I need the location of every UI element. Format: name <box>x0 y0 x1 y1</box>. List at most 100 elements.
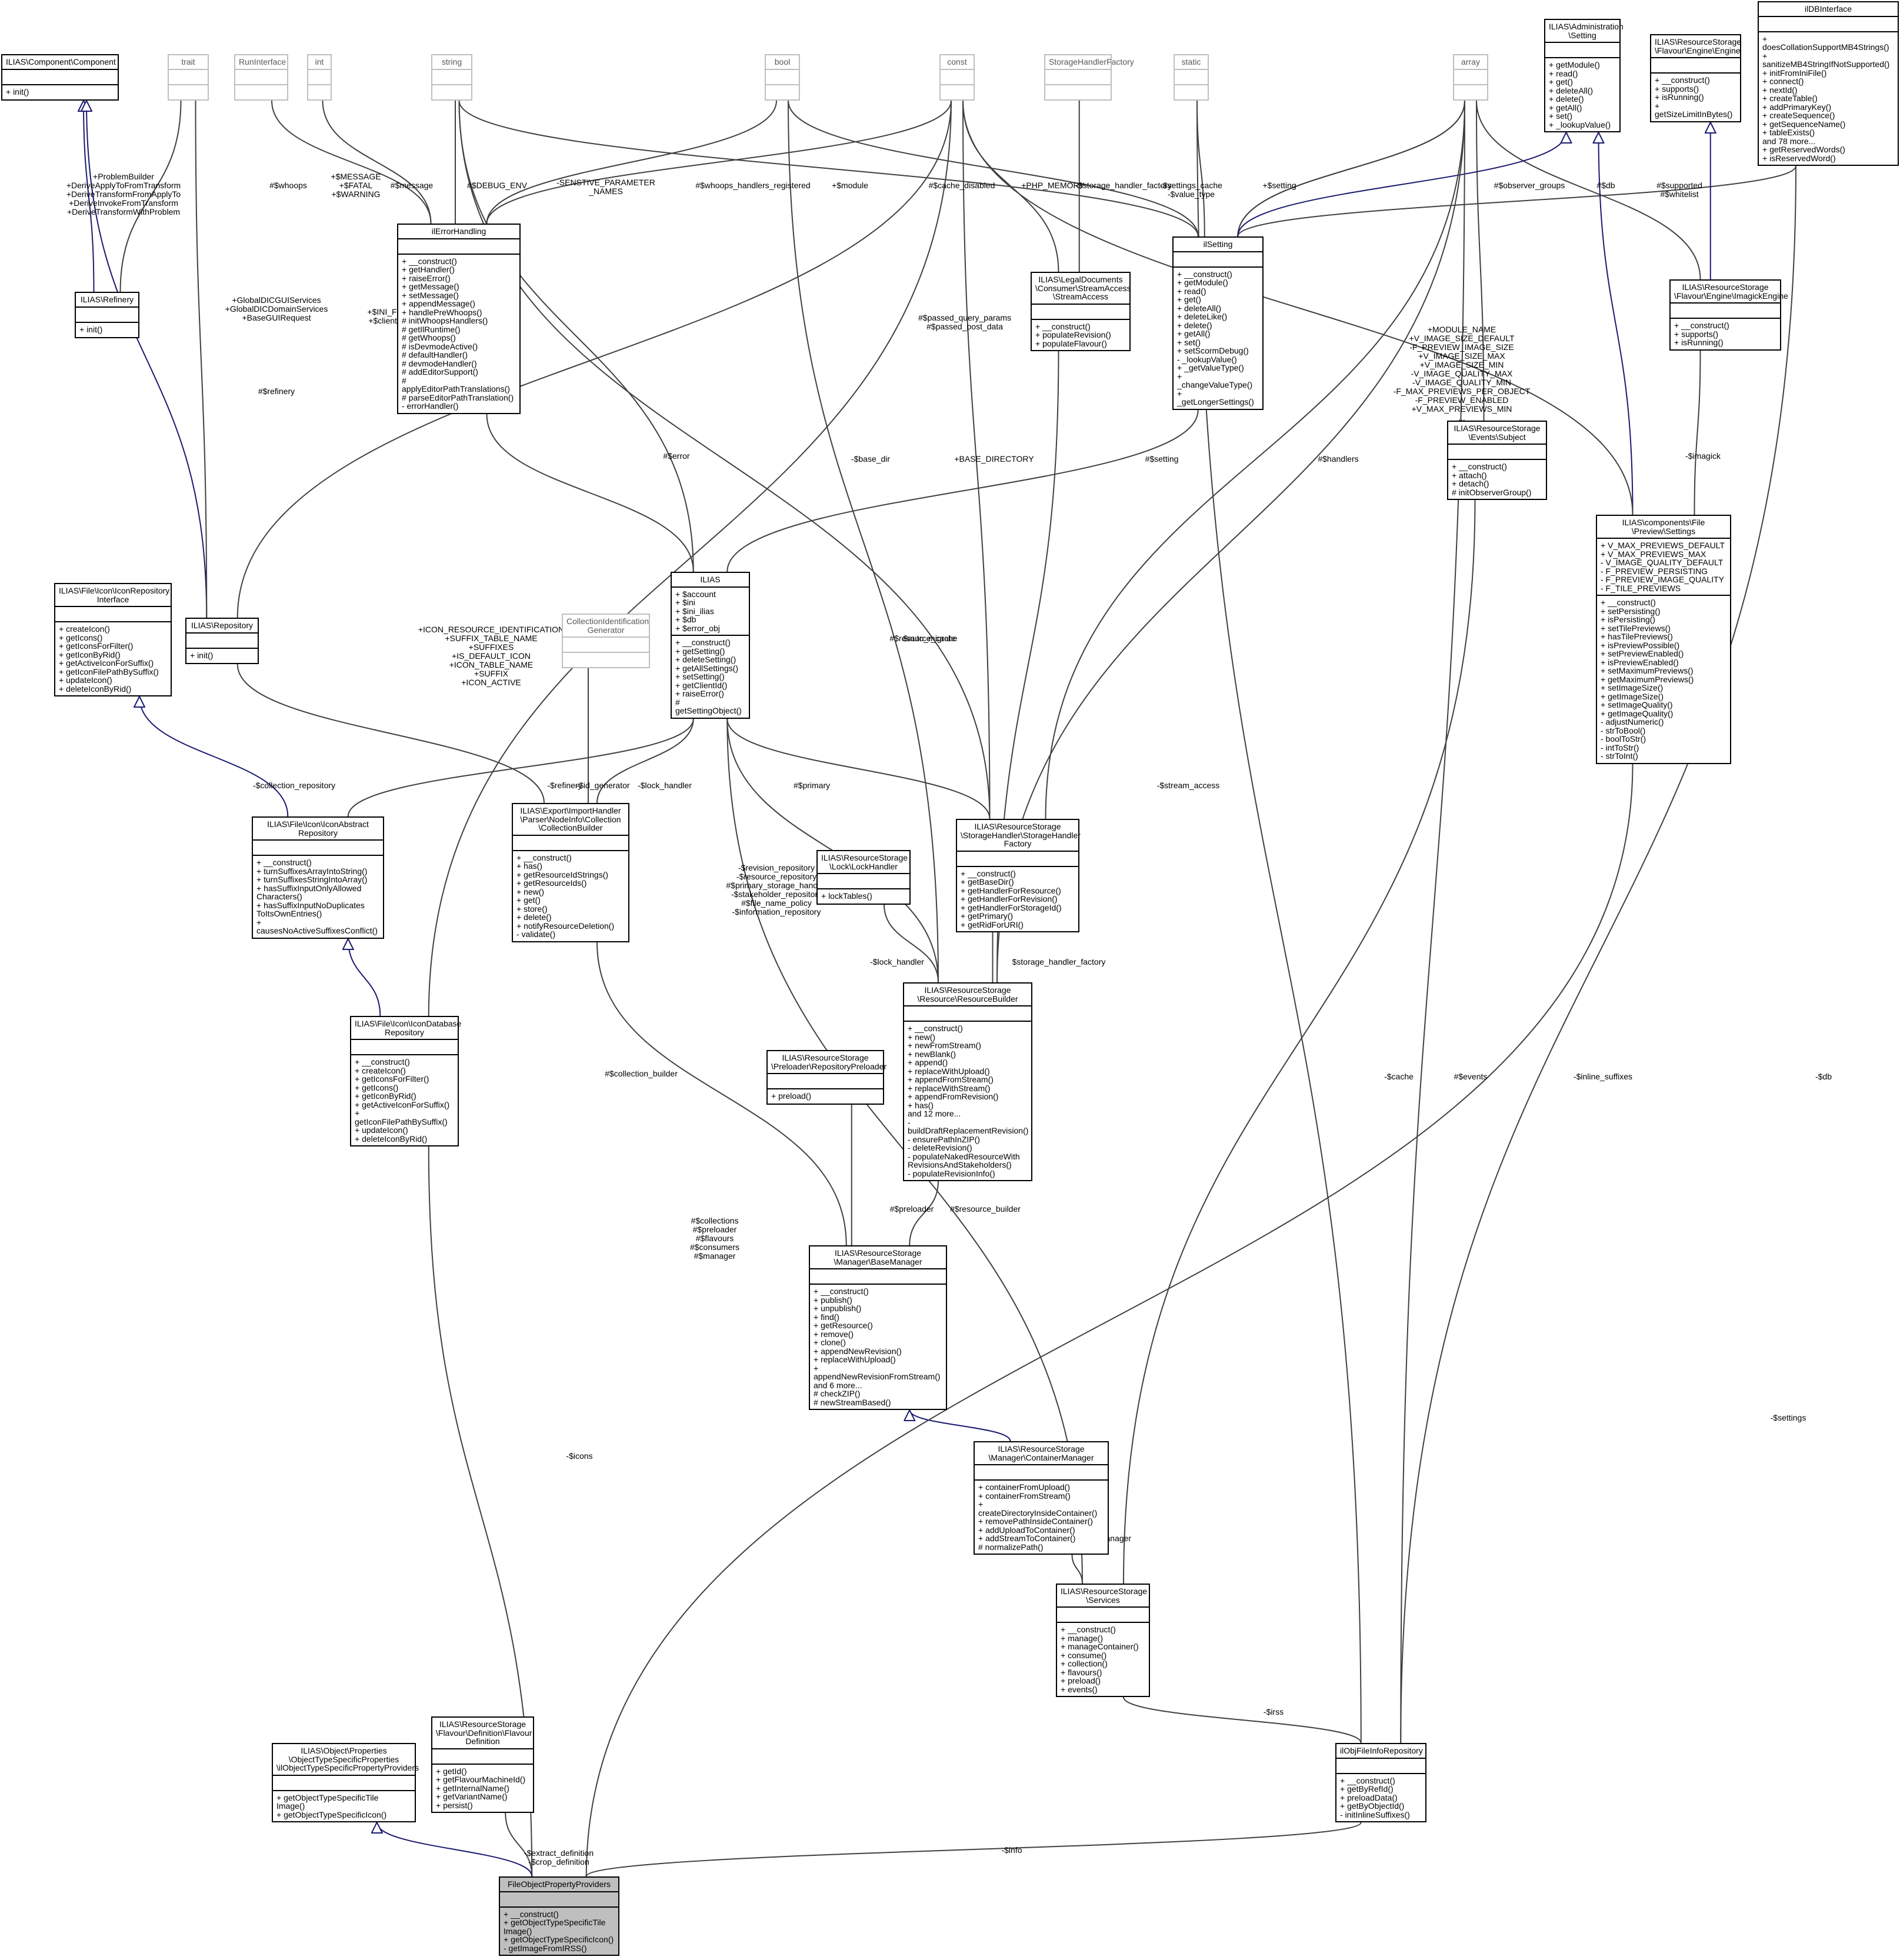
method: + hasSuffixInputNoDuplicates ToItsOwnEnt… <box>256 900 365 918</box>
class-methods: + __construct()+ getObjectTypeSpecificTi… <box>500 1906 618 1955</box>
class-node-repository[interactable]: ILIAS\Repository+ init() <box>185 618 259 664</box>
class-methods: + __construct()+ manage()+ manageContain… <box>1057 1622 1149 1696</box>
class-node-containermanager[interactable]: ILIAS\ResourceStorage \Manager\Container… <box>974 1441 1109 1555</box>
method: # getWhoops() <box>402 333 456 342</box>
class-node-array[interactable]: array <box>1453 54 1488 101</box>
method: + preload() <box>771 1091 812 1101</box>
class-attributes <box>500 1891 618 1906</box>
class-node-bool[interactable]: bool <box>765 54 800 101</box>
usage-edge-fileinforepo-dbinterface <box>1401 165 1796 1743</box>
class-node-refinery[interactable]: ILIAS\Refinery+ init() <box>75 292 139 338</box>
edge-label: -$storage_handler_factory <box>1075 181 1171 190</box>
edge-label: $storage_handler_factory <box>1012 957 1106 966</box>
class-node-iconabstract[interactable]: ILIAS\File\Icon\IconAbstract Repository +… <box>252 816 384 939</box>
class-node-int[interactable]: int <box>307 54 332 101</box>
edge-label: +BASE_DIRECTORY <box>954 454 1034 464</box>
class-methods <box>1454 84 1487 99</box>
edge-label: +GlobalDICGUIServices+GlobalDICDomainSer… <box>225 295 328 322</box>
class-node-shfactoryreal[interactable]: ILIAS\ResourceStorage \StorageHandler\St… <box>956 819 1081 932</box>
method: + setImageSize() <box>1601 683 1664 692</box>
method: + getHandlerForStorageId() <box>961 902 1062 912</box>
class-node-component[interactable]: ILIAS\Component\Component+ init() <box>1 54 119 101</box>
method: - boolToStr() <box>1601 734 1646 744</box>
method: + getAll() <box>1549 102 1582 112</box>
class-node-shfactory[interactable]: StorageHandlerFactory <box>1044 54 1134 101</box>
class-node-streamaccess[interactable]: ILIAS\LegalDocuments \Consumer\StreamAcc… <box>1031 272 1131 351</box>
class-node-fileinforepo[interactable]: ilObjFileInfoRepository+ __construct()+ … <box>1335 1743 1426 1822</box>
class-attributes <box>55 606 171 621</box>
class-node-eventsubject[interactable]: ILIAS\ResourceStorage \Events\Subject+ _… <box>1447 421 1547 500</box>
class-node-static[interactable]: static <box>1174 54 1209 101</box>
class-attributes <box>957 850 1078 866</box>
method: # isDevmodeActive() <box>402 341 478 351</box>
method: + setScormDebug() <box>1177 346 1249 355</box>
class-name: ILIAS\File\Icon\IconAbstract Repository <box>267 819 369 838</box>
method: + read() <box>1549 68 1578 78</box>
class-name: ILIAS\ResourceStorage \Preloader\Reposit… <box>771 1053 887 1071</box>
method: + raiseError() <box>402 273 451 283</box>
method: + init() <box>190 650 214 660</box>
method: + deleteAll() <box>1177 303 1222 313</box>
class-node-const[interactable]: const <box>939 54 975 101</box>
class-node-imagick[interactable]: ILIAS\ResourceStorage \Flavour\Engine\Im… <box>1669 279 1788 351</box>
class-node-fopp[interactable]: FileObjectPropertyProviders+ __construct… <box>499 1876 619 1956</box>
method: + init() <box>79 324 103 334</box>
method: + getObjectTypeSpecificTile Image() <box>504 1918 606 1936</box>
edge-label: #$passed_query_params#$passed_post_data <box>918 313 1011 331</box>
class-attributes <box>432 1748 533 1764</box>
class-node-dbinterface[interactable]: ilDBInterface+ doesCollationSupportMB4St… <box>1758 1 1899 166</box>
attribute: + $ini <box>675 598 695 607</box>
class-name: RunInterface <box>239 57 286 66</box>
class-attributes <box>513 834 628 850</box>
class-node-resourcebuilder[interactable]: ILIAS\ResourceStorage \Resource\Resource… <box>903 982 1032 1181</box>
inheritance-edge-icondbrepo-iconabstract <box>348 939 381 1016</box>
class-name: array <box>1461 57 1480 66</box>
class-node-lockhandler[interactable]: ILIAS\ResourceStorage \Lock\LockHandler+… <box>816 850 911 905</box>
method: + init() <box>6 86 29 96</box>
method: - ensurePathInZIP() <box>908 1134 980 1144</box>
class-attributes <box>975 1464 1108 1479</box>
method: + getResourceIds() <box>516 878 587 888</box>
method: + createIcon() <box>59 624 110 634</box>
class-attributes <box>398 238 519 254</box>
class-node-runinterface[interactable]: RunInterface <box>234 54 288 101</box>
class-node-ilias[interactable]: ILIAS+ $account+ $ini+ $ini_ilias+ $db+ … <box>671 572 750 719</box>
class-node-propproviders[interactable]: ILIAS\Object\Properties \ObjectTypeSpeci… <box>272 1743 419 1822</box>
class-node-services[interactable]: ILIAS\ResourceStorage \Services+ __const… <box>1056 1584 1150 1697</box>
method: + __construct() <box>908 1024 963 1033</box>
class-node-adminsetting[interactable]: ILIAS\Administration \Setting+ getModule… <box>1544 19 1624 132</box>
class-name: ILIAS\ResourceStorage \Events\Subject <box>1454 424 1541 442</box>
class-attributes <box>1448 444 1546 459</box>
class-methods <box>432 84 471 99</box>
method: # initObserverGroup() <box>1452 487 1532 497</box>
class-node-engine[interactable]: ILIAS\ResourceStorage \Flavour\Engine\En… <box>1650 34 1741 122</box>
class-node-collidgen[interactable]: CollectionIdentification Generator <box>562 614 650 668</box>
class-name: ilSetting <box>1203 239 1233 249</box>
usage-edge-errorhandling-int <box>322 100 431 224</box>
class-node-string[interactable]: string <box>431 54 472 101</box>
method: + _getLongerSettings() <box>1177 388 1254 406</box>
class-node-trait[interactable]: trait <box>168 54 209 101</box>
class-methods <box>563 652 649 667</box>
class-node-flavourdef[interactable]: ILIAS\ResourceStorage \Flavour\Definitio… <box>431 1716 534 1813</box>
usage-edge-basemanager-collbuilder <box>596 942 846 1245</box>
class-node-errorhandling[interactable]: ilErrorHandling+ __construct()+ getHandl… <box>397 224 521 414</box>
method: + _lookupValue() <box>1549 119 1611 129</box>
class-node-ilsetting[interactable]: ilSetting+ __construct()+ getModule()+ r… <box>1172 236 1264 410</box>
class-node-previewsettings[interactable]: ILIAS\components\File \Preview\Settings+… <box>1596 515 1731 764</box>
method: + __construct() <box>1340 1775 1395 1785</box>
class-node-collbuilder[interactable]: ILIAS\Export\ImportHandler \Parser\NodeI… <box>512 803 629 942</box>
method: + initFromIniFile() <box>1762 68 1827 78</box>
class-node-iconrepoiface[interactable]: ILIAS\File\Icon\IconRepository Interface… <box>54 583 172 696</box>
method: and 6 more... <box>814 1380 862 1390</box>
edge-label: +$setting <box>1262 181 1296 190</box>
class-attributes <box>1454 68 1487 84</box>
class-node-icondbrepo[interactable]: ILIAS\File\Icon\IconDatabase Repository+… <box>350 1016 461 1146</box>
method: + detach() <box>1452 479 1489 488</box>
method: + createSequence() <box>1762 111 1835 120</box>
method: + find() <box>814 1312 839 1322</box>
method: + setTilePreviews() <box>1601 623 1671 633</box>
class-node-basemanager[interactable]: ILIAS\ResourceStorage \Manager\BaseManag… <box>809 1245 947 1410</box>
usage-edge-previewsettings-imagick <box>1695 350 1701 515</box>
class-node-preloader[interactable]: ILIAS\ResourceStorage \Preloader\Reposit… <box>766 1050 887 1105</box>
